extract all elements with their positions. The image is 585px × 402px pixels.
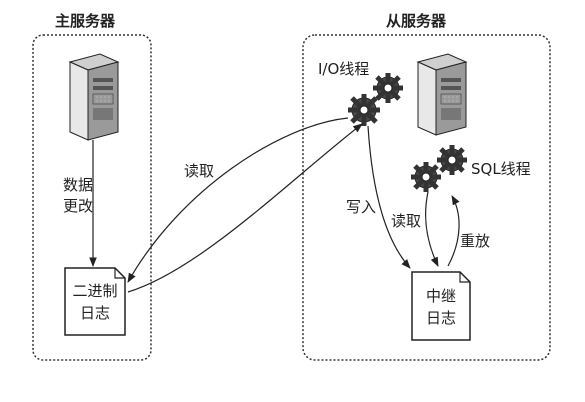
replay-arrow: [447, 195, 460, 267]
binlog-label-line1: 二进制: [72, 282, 118, 300]
binlog-document: [64, 267, 126, 336]
binlog-label-line2: 日志: [79, 304, 110, 322]
sql-read-label: 读取: [391, 212, 422, 230]
replay-label: 重放: [460, 232, 491, 250]
binlog-transfer-arrow: [127, 123, 363, 293]
read-label: 读取: [184, 162, 215, 180]
sql-thread-gear-icon: [411, 145, 467, 192]
relay-log-label-line1: 中继: [425, 287, 456, 305]
relay-log-document: [411, 271, 471, 341]
io-thread-label: I/O线程: [318, 60, 370, 78]
sql-read-arrow: [425, 191, 439, 267]
master-server-title: 主服务器: [55, 12, 116, 30]
slave-server-title: 从服务器: [386, 12, 447, 30]
master-server-icon: [68, 53, 120, 141]
slave-server-icon: [416, 53, 468, 136]
io-thread-gear-icon: [348, 73, 403, 126]
sql-thread-label: SQL线程: [471, 160, 531, 178]
write-label: 写入: [346, 198, 377, 216]
data-change-label-line1: 数据: [63, 176, 94, 194]
data-change-label-line2: 更改: [63, 197, 94, 215]
write-arrow: [367, 125, 411, 269]
relay-log-label-line2: 日志: [425, 309, 456, 327]
read-request-arrow: [127, 117, 349, 283]
